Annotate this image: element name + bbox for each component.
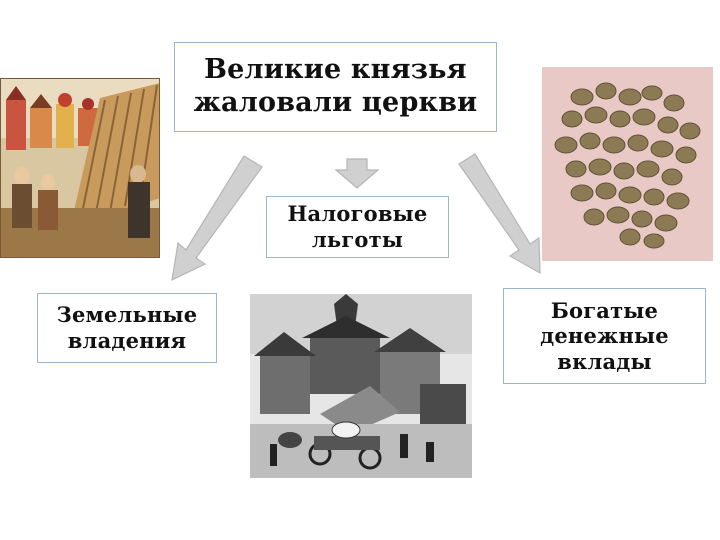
monastery-miniature-image — [0, 78, 160, 258]
arrow-to-land — [171, 155, 263, 282]
tax-benefits-box: Налоговые льготы — [266, 196, 449, 258]
arrow-to-money — [458, 153, 541, 275]
monetary-deposits-text: Богатые денежные вклады — [540, 297, 669, 374]
land-holdings-text: Земельные владения — [56, 302, 198, 353]
tax-benefits-text: Налоговые льготы — [287, 201, 428, 252]
title-text: Великие князья жаловали церкви — [193, 54, 478, 118]
title-box: Великие князья жаловали церкви — [174, 42, 497, 132]
land-holdings-box: Земельные владения — [37, 293, 217, 363]
monetary-deposits-box: Богатые денежные вклады — [503, 288, 706, 384]
arrow-to-tax — [334, 158, 380, 189]
coins-image — [542, 67, 713, 261]
village-engraving-image — [250, 294, 472, 478]
